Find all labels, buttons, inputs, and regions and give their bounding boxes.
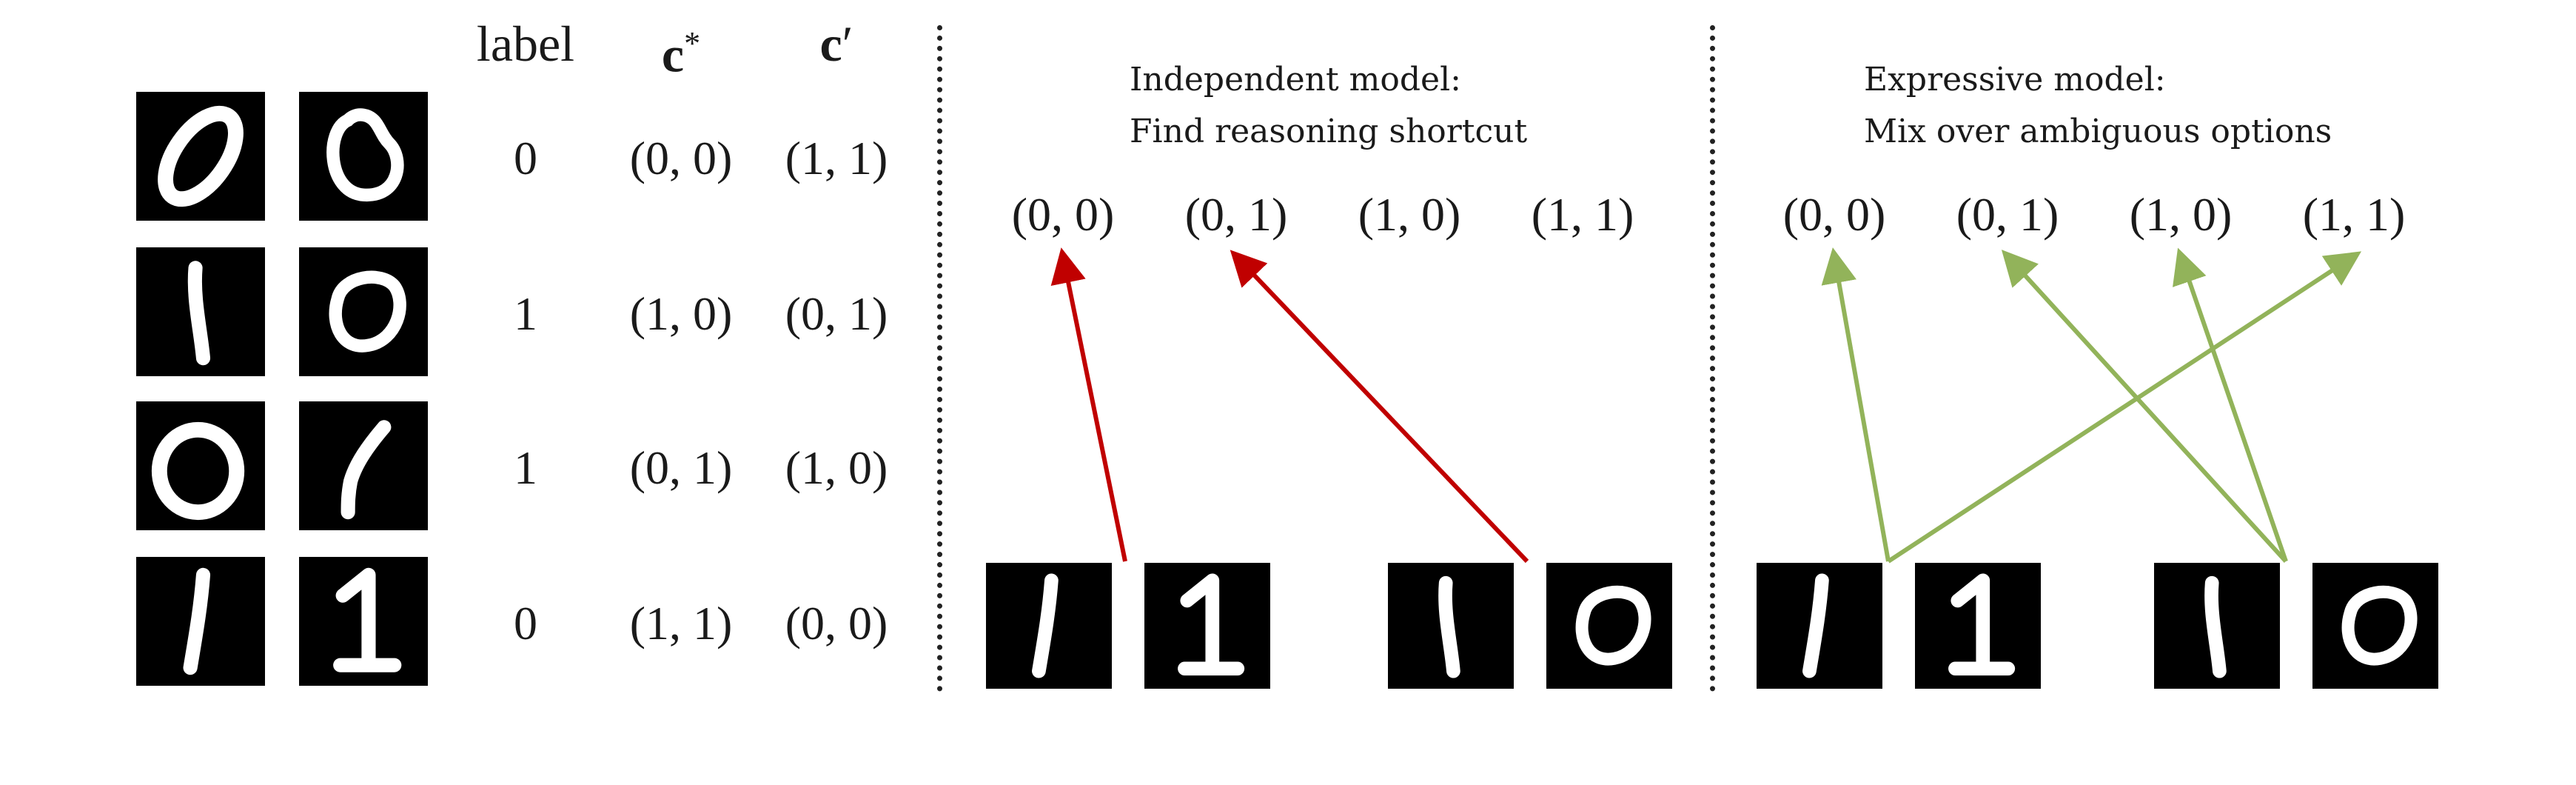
table-cell-c-prime: (1, 0) [785, 441, 888, 494]
mnist-digit-0 [299, 247, 428, 376]
table-cell-label: 0 [514, 132, 537, 184]
mnist-digit-0 [136, 92, 265, 221]
table-cell-label: 1 [514, 441, 537, 494]
expressive-option: (0, 1) [1956, 188, 2059, 241]
header-label: label [476, 16, 575, 72]
expressive-option: (1, 1) [2302, 188, 2406, 241]
expressive-arrow [2001, 250, 2288, 564]
independent-option: (0, 0) [1011, 188, 1115, 241]
table-cell-label: 1 [514, 287, 537, 340]
independent-arrow [1230, 250, 1529, 564]
expressive-option: (0, 0) [1782, 188, 1886, 241]
expressive-digit-1 [2154, 563, 2280, 689]
independent-digit-1 [1144, 563, 1270, 689]
expressive-title-line2: Mix over ambiguous options [1864, 113, 2332, 150]
mnist-digit-0 [299, 92, 428, 221]
table-cell-c-prime: (0, 0) [785, 597, 888, 649]
table-cell-c-star: (0, 1) [629, 441, 733, 494]
mnist-digit-1 [299, 401, 428, 530]
independent-digit-1 [1388, 563, 1514, 689]
independent-option: (1, 0) [1358, 188, 1461, 241]
table-cell-c-prime: (1, 1) [785, 132, 888, 184]
expressive-digit-0 [2312, 563, 2438, 689]
independent-digit-1 [986, 563, 1112, 689]
table-cell-c-star: (1, 1) [629, 597, 733, 649]
table-cell-c-prime: (0, 1) [785, 287, 888, 340]
mnist-digit-1 [136, 247, 265, 376]
expressive-arrow [1821, 247, 1891, 562]
independent-option: (1, 1) [1531, 188, 1634, 241]
independent-title-line2: Find reasoning shortcut [1130, 113, 1528, 150]
header-c-prime: c′c′ [819, 16, 853, 72]
independent-option: (0, 1) [1184, 188, 1288, 241]
separator-right [1710, 25, 1715, 692]
separator-left [937, 25, 942, 692]
header-c-star: c*c* [661, 25, 701, 83]
table-cell-c-star: (0, 0) [629, 132, 733, 184]
expressive-option: (1, 0) [2129, 188, 2233, 241]
expressive-arrow [1887, 251, 2362, 564]
table-cell-label: 0 [514, 597, 537, 649]
expressive-digit-1 [1915, 563, 2041, 689]
table-cell-c-star: (1, 0) [629, 287, 733, 340]
mnist-digit-0 [136, 401, 265, 530]
independent-title-line1: Independent model: [1130, 61, 1461, 98]
independent-arrow [1050, 247, 1127, 562]
mnist-digit-1 [136, 557, 265, 686]
expressive-digit-1 [1757, 563, 1882, 689]
independent-digit-0 [1546, 563, 1672, 689]
mnist-digit-1 [299, 557, 428, 686]
expressive-arrow [2173, 247, 2288, 562]
expressive-title-line1: Expressive model: [1864, 61, 2166, 98]
